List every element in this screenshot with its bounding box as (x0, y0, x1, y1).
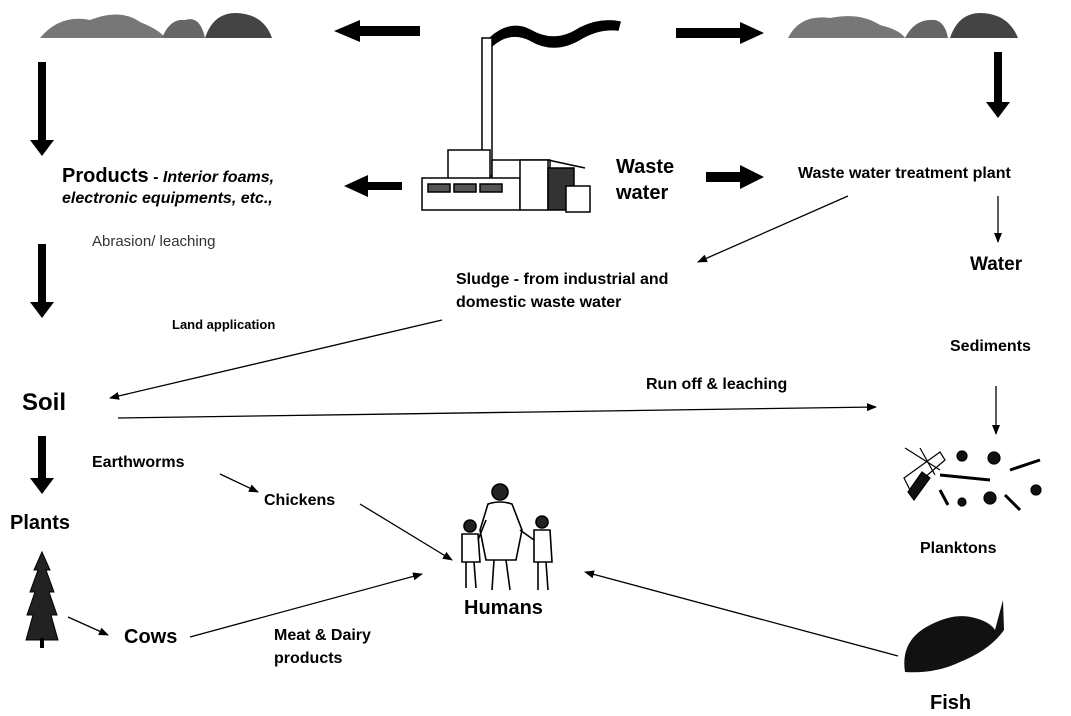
cows-label: Cows (124, 626, 178, 648)
family-icon (461, 483, 553, 591)
thin-arrows (67, 195, 1002, 657)
waste-water-label-line1: Waste (616, 156, 675, 178)
meat-dairy-label-line1: Meat & Dairy (274, 627, 371, 644)
smoke-cloud-right-icon (788, 13, 1018, 38)
wwtp-label: Waste water treatment plant (798, 165, 1011, 182)
fish-label: Fish (930, 692, 972, 714)
factory-icon (421, 20, 621, 213)
products-desc-line2: electronic equipments, etc., (62, 190, 273, 207)
thick-arrows (30, 20, 1010, 494)
runoff-label: Run off & leaching (646, 376, 788, 393)
sludge-label-line1: Sludge - from industrial and (456, 271, 669, 288)
planktons-label: Planktons (920, 540, 997, 557)
plankton-icon (903, 447, 1042, 512)
earthworms-label: Earthworms (92, 454, 185, 471)
sediments-label: Sediments (950, 338, 1031, 355)
products-head: Products (62, 165, 149, 187)
plants-label: Plants (10, 512, 71, 534)
sludge-label-line2: domestic waste water (456, 294, 622, 311)
smoke-cloud-left-icon (40, 13, 272, 38)
land-application-label: Land application (172, 317, 276, 332)
humans-label: Humans (464, 597, 543, 619)
chickens-label: Chickens (264, 492, 336, 509)
products-label: Products - Interior foams, (62, 165, 274, 188)
meat-dairy-label-line2: products (274, 650, 343, 667)
waste-water-label-line2: water (616, 182, 669, 204)
abrasion-label: Abrasion/ leaching (92, 233, 216, 250)
products-desc-line1: Interior foams, (162, 169, 275, 186)
fish-icon (904, 600, 1004, 673)
soil-label: Soil (22, 389, 67, 416)
products-dash: - (148, 169, 163, 186)
water-label: Water (970, 254, 1023, 275)
tree-icon (25, 550, 59, 648)
